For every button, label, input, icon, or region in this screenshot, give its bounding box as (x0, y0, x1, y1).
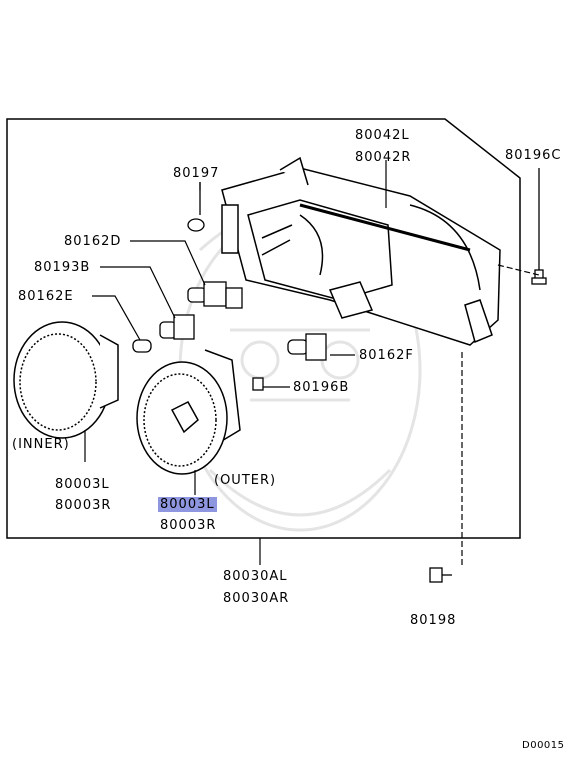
headlamp-bracket (221, 156, 501, 346)
label-80162d[interactable]: 80162D (64, 234, 122, 249)
diagram-code: D00015 (522, 740, 565, 751)
bulb-80162d-icon (187, 281, 243, 309)
label-outer-80003r[interactable]: 80003R (160, 518, 217, 533)
screw-80196c-icon (531, 168, 547, 285)
label-inner-80003r[interactable]: 80003R (55, 498, 112, 513)
label-80196c[interactable]: 80196C (505, 148, 562, 163)
label-80197[interactable]: 80197 (173, 166, 220, 181)
bulb-80162f-icon (287, 333, 327, 361)
label-80042l[interactable]: 80042L (355, 128, 410, 143)
label-80162f[interactable]: 80162F (359, 348, 414, 363)
label-80198[interactable]: 80198 (410, 613, 457, 628)
label-outer-80003l[interactable]: 80003L (158, 497, 217, 512)
label-80030ar[interactable]: 80030AR (223, 591, 290, 606)
assembly-frame (6, 118, 521, 539)
label-inner: (INNER) (12, 437, 70, 452)
label-80162e[interactable]: 80162E (18, 289, 74, 304)
outer-lamp-icon (136, 349, 241, 475)
label-80030al[interactable]: 80030AL (223, 569, 288, 584)
clip-80196b-icon (252, 377, 264, 391)
screw-80197-icon (187, 182, 205, 232)
label-inner-80003l[interactable]: 80003L (55, 477, 110, 492)
label-80042r[interactable]: 80042R (355, 150, 412, 165)
leader-lines (84, 160, 540, 565)
inner-lamp-icon (13, 321, 119, 439)
label-80193b[interactable]: 80193B (34, 260, 91, 275)
bulb-80162e-icon (132, 339, 152, 353)
label-outer: (OUTER) (214, 473, 277, 488)
socket-80193b-icon (159, 314, 195, 340)
highlighted-part[interactable]: 80003L (158, 497, 217, 512)
label-80196b[interactable]: 80196B (293, 380, 350, 395)
bolt-80198-icon (429, 567, 452, 583)
